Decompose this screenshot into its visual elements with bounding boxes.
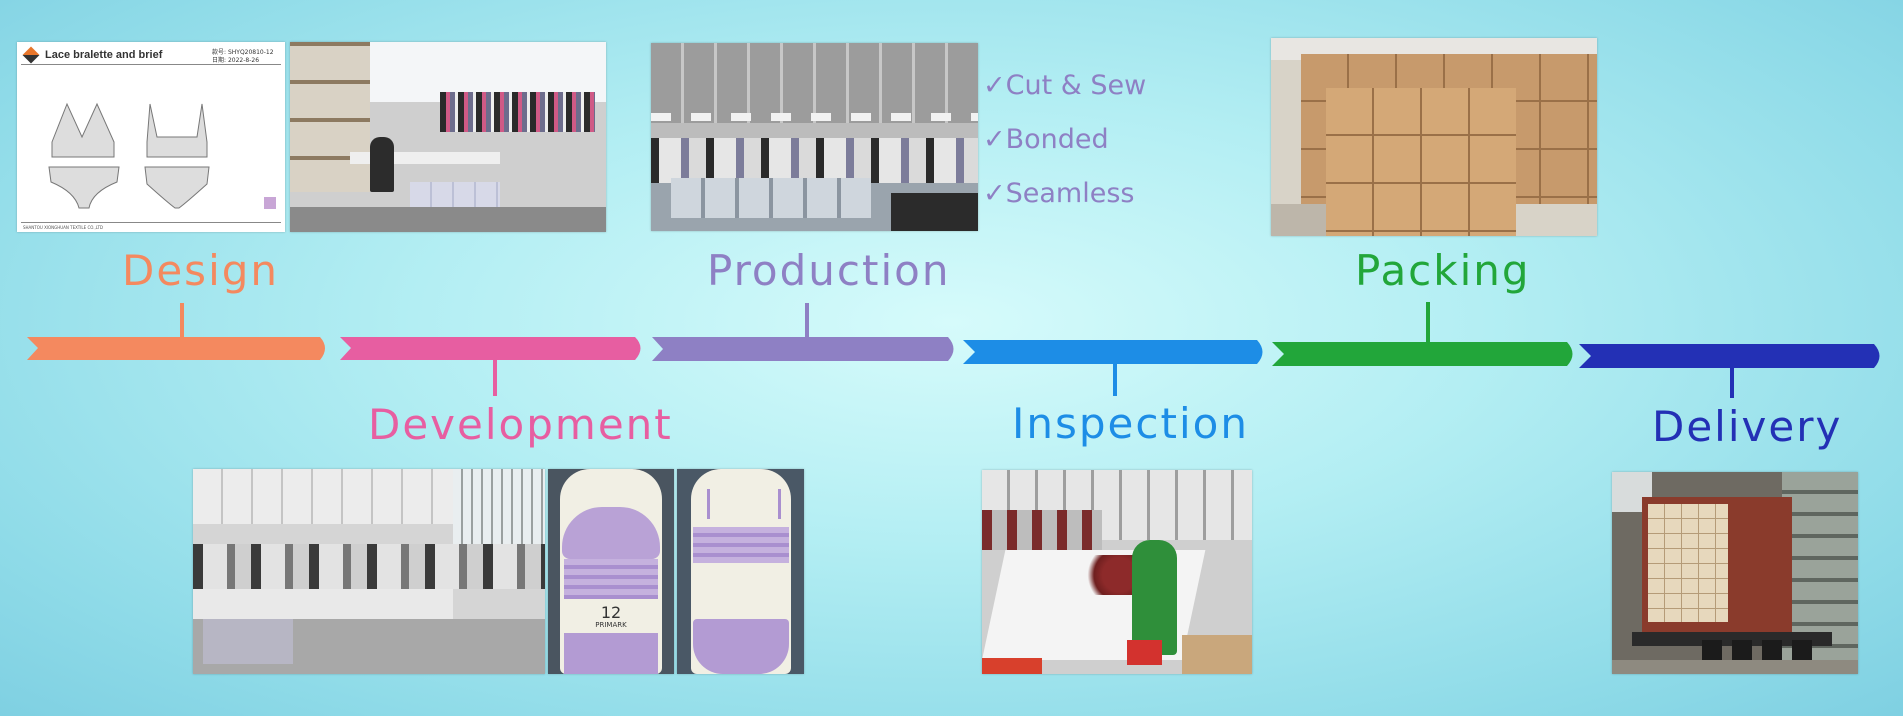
sewing-room-windows [453, 469, 545, 549]
container-cartons [1648, 504, 1728, 622]
production-floor-photo [651, 43, 978, 231]
office-shelves [290, 42, 370, 192]
inspection-photo [982, 470, 1252, 674]
stage-label-development: Development [368, 400, 673, 449]
stage-label-packing: Packing [1355, 246, 1531, 295]
stage-label-delivery: Delivery [1652, 402, 1843, 451]
mannequin-back-brief [693, 619, 789, 674]
factory-lights [651, 113, 978, 121]
brief-front-drawing [48, 166, 120, 209]
design-sheet-footer-line [21, 222, 281, 223]
fabric-swatch [264, 197, 276, 209]
tick-development [493, 360, 497, 396]
inspector-stool [1127, 640, 1162, 665]
design-sheet-drawings [48, 102, 210, 209]
production-dark-table [891, 193, 978, 231]
tick-delivery [1730, 368, 1734, 398]
mannequin-front-band [564, 559, 658, 599]
production-method-seamless: ✓Seamless [983, 178, 1135, 209]
design-sheet-title: Lace bralette and brief [45, 49, 163, 61]
design-office-photo [290, 42, 606, 232]
stage-label-inspection: Inspection [1012, 399, 1249, 448]
sewing-workers [651, 138, 978, 183]
factory-ceiling [651, 43, 978, 123]
timeline-segment-development [340, 337, 641, 360]
development-sewing-photo [193, 469, 545, 674]
timeline-segment-production [652, 337, 954, 361]
inspector-worker [1132, 540, 1177, 655]
production-bins [671, 178, 871, 218]
office-floor [290, 207, 606, 232]
red-crates [982, 658, 1042, 674]
tick-design [180, 303, 184, 337]
sewing-tables [193, 589, 453, 619]
inspection-box [1182, 635, 1252, 674]
timeline-segment-design [27, 337, 325, 360]
bralette-back-drawing [146, 103, 208, 158]
truck-wheels [1702, 640, 1822, 662]
design-sheet-footer: SHANTOU XIONGHUAN TEXTILE CO.,LTD [23, 225, 103, 230]
production-method-bonded: ✓Bonded [983, 124, 1109, 155]
design-sketch-sheet: Lace bralette and brief 款号: SHYQ20810-12… [17, 42, 285, 232]
timeline-segment-packing [1272, 342, 1573, 366]
timeline-segment-delivery [1579, 344, 1880, 368]
mannequin-front-tag: 12 PRIMARK [582, 605, 640, 631]
stage-label-production: Production [707, 246, 951, 295]
mannequin-back-photo [677, 469, 804, 674]
packing-cartons-photo [1271, 38, 1597, 236]
mannequin-back-straps [707, 489, 781, 519]
office-worker [370, 137, 394, 192]
production-method-cut-sew: ✓Cut & Sew [983, 70, 1147, 101]
stage-label-design: Design [122, 246, 280, 295]
mannequin-back-band [693, 527, 789, 563]
bralette-front-drawing [51, 102, 115, 158]
tick-production [805, 303, 809, 337]
mannequin-front-brief [564, 633, 658, 674]
design-sheet-date: 日期: 2022-8-26 [212, 57, 260, 64]
mannequin-size-tag: 12 [600, 603, 622, 622]
carton-stack-front [1326, 88, 1516, 236]
mannequin-front-photo: 12 PRIMARK [548, 469, 674, 674]
timeline-segment-inspection [963, 340, 1263, 364]
inspection-shelves [982, 510, 1102, 550]
sewing-stations [193, 544, 545, 589]
mannequin-front-bra [562, 507, 660, 559]
fabric-bins [203, 619, 293, 664]
tick-inspection [1113, 364, 1117, 396]
sample-rack [440, 92, 595, 132]
delivery-ground [1612, 660, 1858, 674]
design-sheet-code: 款号: SHYQ20810-12 [212, 49, 274, 56]
mannequin-brand-tag: PRIMARK [595, 621, 627, 629]
tick-packing [1426, 302, 1430, 342]
design-sheet-header-line [21, 64, 281, 65]
warehouse-floor [1271, 204, 1326, 236]
brief-back-drawing [144, 166, 210, 209]
delivery-truck-photo [1612, 472, 1858, 674]
